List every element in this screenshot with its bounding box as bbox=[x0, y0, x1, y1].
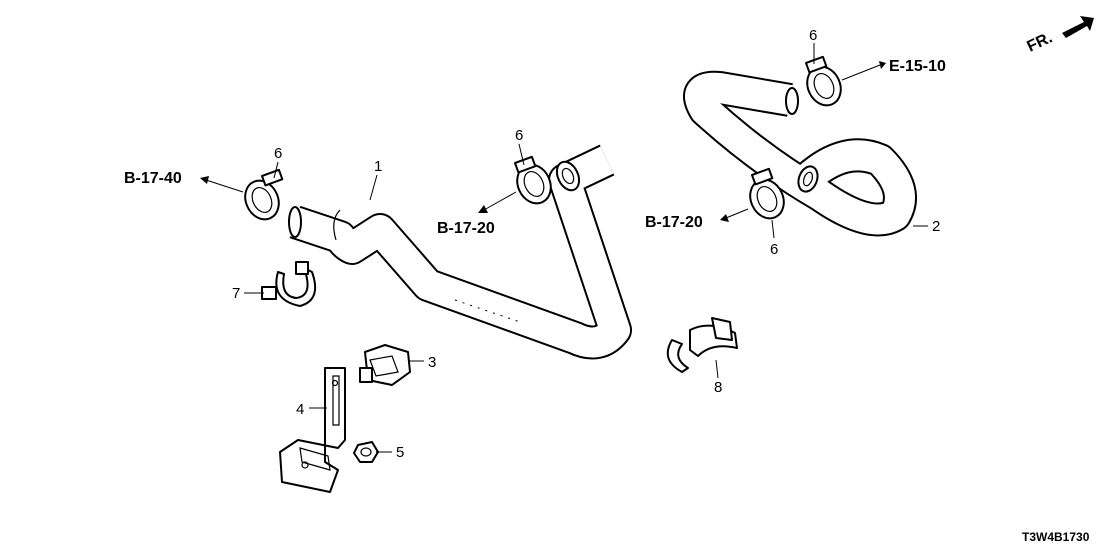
callout-6-top: 6 bbox=[809, 27, 817, 44]
clamp-6-top bbox=[805, 55, 842, 107]
diagram-code: T3W4B1730 bbox=[1022, 530, 1090, 544]
reference-e-15-10: E-15-10 bbox=[889, 58, 946, 75]
callout-2: 2 bbox=[932, 218, 940, 235]
reference-b-17-20-right: B-17-20 bbox=[645, 214, 703, 231]
callout-8: 8 bbox=[714, 379, 722, 396]
hose-1 bbox=[288, 144, 632, 360]
callout-6-left: 6 bbox=[274, 145, 282, 162]
bracket-4 bbox=[279, 367, 346, 493]
callout-5: 5 bbox=[396, 444, 404, 461]
clip-8 bbox=[666, 317, 738, 373]
reference-b-17-20-left: B-17-20 bbox=[437, 220, 495, 237]
reference-arrows bbox=[200, 61, 886, 222]
clamp-6-left bbox=[244, 168, 284, 221]
callout-3: 3 bbox=[428, 354, 436, 371]
clamp-6-right-mid bbox=[749, 167, 785, 220]
leader-lines bbox=[244, 43, 928, 453]
callout-1: 1 bbox=[374, 158, 382, 175]
callout-6-center: 6 bbox=[515, 127, 523, 144]
nut-5 bbox=[353, 441, 379, 463]
callout-6-right-mid: 6 bbox=[770, 241, 778, 258]
callout-7: 7 bbox=[232, 285, 240, 302]
clip-7 bbox=[261, 261, 316, 307]
callout-4: 4 bbox=[296, 401, 304, 418]
front-arrow-icon bbox=[1062, 16, 1094, 38]
clamp-6-center bbox=[514, 155, 552, 205]
holder-3 bbox=[359, 344, 411, 386]
hose-2 bbox=[683, 70, 917, 237]
reference-b-17-40: B-17-40 bbox=[124, 170, 182, 187]
front-marker: FR. bbox=[1025, 29, 1056, 55]
